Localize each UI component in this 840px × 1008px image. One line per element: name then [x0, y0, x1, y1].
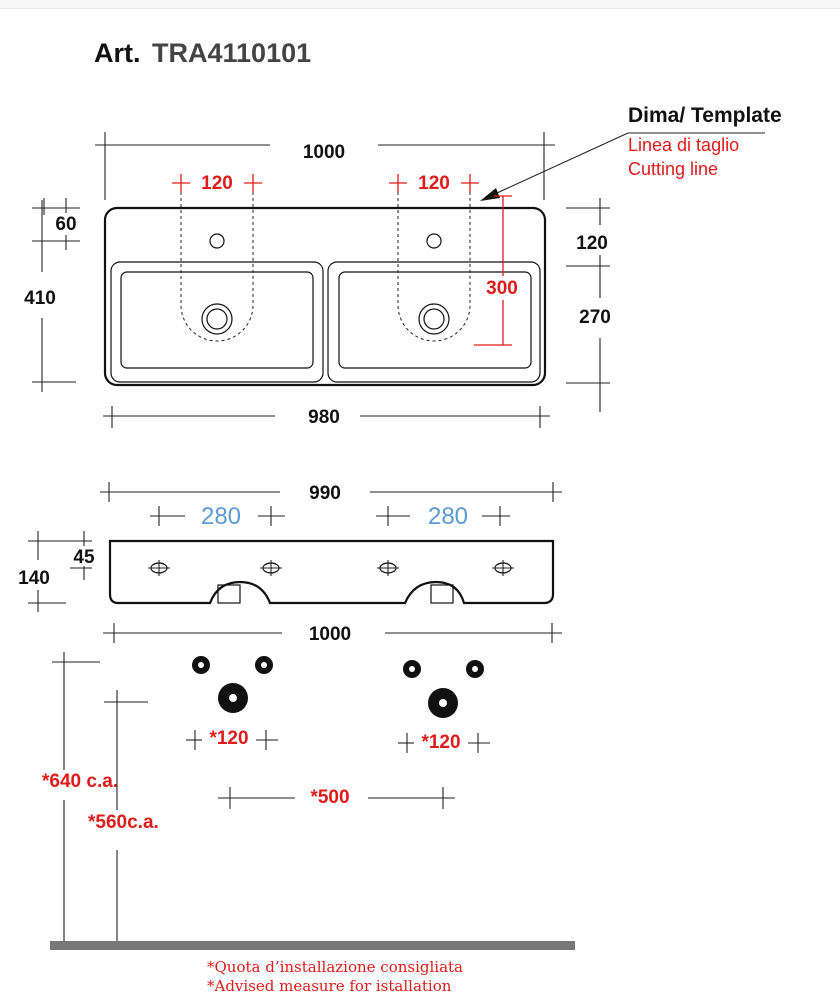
front-view: 990 280 280: [18, 482, 562, 645]
dim-1000-front: 1000: [309, 624, 351, 645]
floor-line: [50, 941, 575, 950]
drain-left-inner: [206, 308, 228, 330]
dim-45-bg: [68, 546, 100, 566]
top-border-strip: [0, 0, 840, 9]
height-640: *640 c.a.: [42, 771, 118, 792]
tap-hole-left: [209, 233, 225, 249]
dim-410: 410: [24, 288, 56, 309]
drain-left-outer: [201, 303, 233, 335]
article-prefix: Art.: [94, 38, 141, 68]
height-560: *560c.a.: [88, 812, 159, 833]
drain-right-inner: [423, 308, 445, 330]
dim-45: 45: [73, 547, 95, 568]
fixing-slot: [492, 560, 514, 576]
cut-line-italian: Linea di taglio: [628, 135, 739, 155]
pipe-spacing-right: *120: [421, 732, 460, 753]
left-bowl-inner: [120, 271, 314, 369]
installation-view: *120 *120 *500 *640 c.a. *560c.a.: [42, 652, 575, 950]
bracket-spacing-right: 280: [428, 503, 468, 530]
basin-outline-top: [103, 206, 547, 387]
dim-500: *500: [310, 787, 349, 808]
fixing-slot: [148, 560, 170, 576]
dim-1000-top: 1000: [303, 142, 345, 163]
top-view: 1000 120 120 300: [24, 132, 611, 428]
overflow-channel-left: [180, 192, 254, 342]
dim-60-bg: [52, 213, 82, 235]
drain-outlet-right: [430, 584, 454, 604]
template-heading: Dima/ Template: [628, 104, 782, 127]
bracket-spacing-left: 280: [201, 503, 241, 530]
cut-depth-label-bg: [480, 276, 524, 300]
hole-spacing-left: 120: [201, 173, 233, 194]
left-bowl-outer: [110, 261, 324, 383]
article-code: TRA4110101: [152, 38, 311, 68]
fixing-slot: [260, 560, 282, 576]
right-bowl-inner: [338, 271, 532, 369]
dim-980: 980: [308, 407, 340, 428]
dim-990: 990: [309, 483, 341, 504]
pipe-connection-left: [192, 656, 273, 713]
overflow-channel-right: [397, 192, 471, 342]
dim-60: 60: [55, 214, 76, 235]
basin-front-outline: [108, 539, 555, 605]
right-bowl-outer: [327, 261, 541, 383]
cut-line-english: Cutting line: [628, 159, 718, 179]
dim-140: 140: [18, 568, 50, 589]
fixing-slot: [377, 560, 399, 576]
pipe-spacing-left: *120: [209, 728, 248, 749]
template-leader-line: [485, 132, 629, 199]
template-arrowhead: [480, 188, 500, 201]
hole-spacing-right: 120: [418, 173, 450, 194]
footnote-english: *Advised measure for istallation: [207, 977, 452, 995]
drain-right-outer: [418, 303, 450, 335]
dim-120-right: 120: [576, 233, 608, 254]
tap-hole-right: [426, 233, 442, 249]
drain-outlet-left: [217, 584, 241, 604]
footnote-italian: *Quota d’installazione consigliata: [207, 958, 463, 976]
dim-270-right: 270: [579, 307, 611, 328]
cut-depth-300: 300: [486, 278, 518, 299]
pipe-connection-right: [403, 660, 484, 718]
